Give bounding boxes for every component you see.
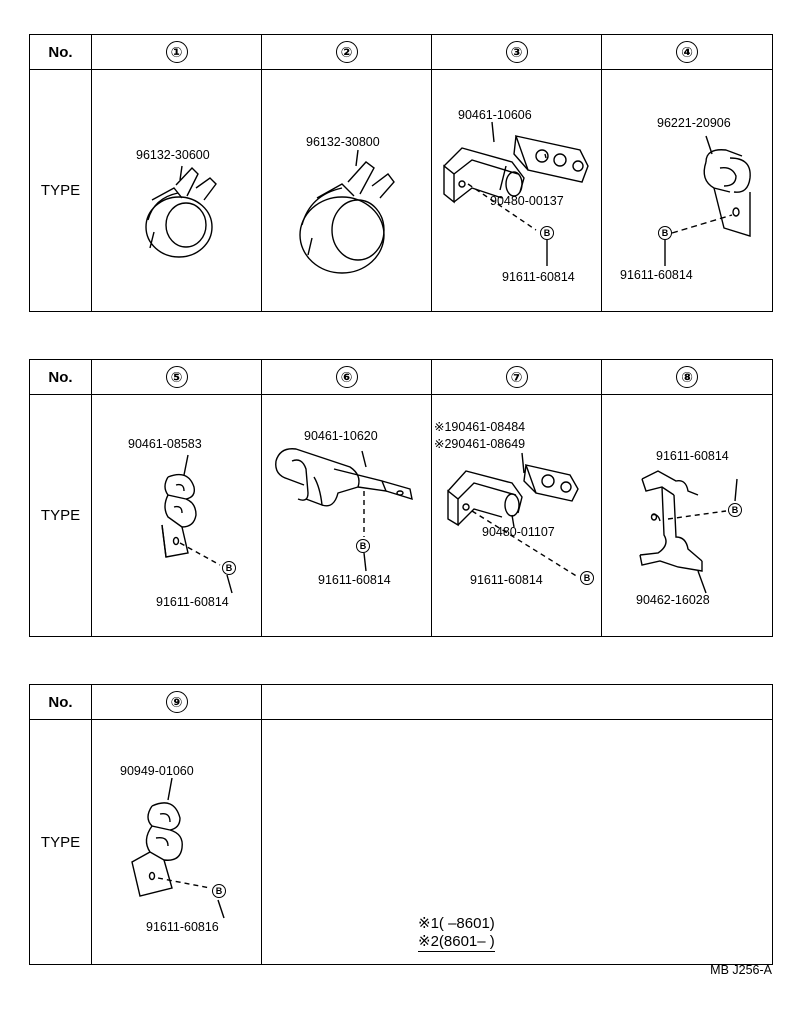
table-header-row: No. ① ② ③ ④ [30,35,772,70]
column-header-5: ⑤ [91,360,261,394]
part-number: 90949-01060 [120,764,194,778]
clamp-assembly-drawing [447,452,579,578]
part-number: 90461-08583 [128,437,202,451]
part-cell-9: 90949-01060 91611-60816 B [91,720,261,964]
type-label: TYPE [40,182,81,199]
column-number: ⑥ [335,366,358,388]
clamp-drawing [664,135,751,266]
part-number: 91611-60814 [656,449,729,463]
part-cell-7: ※190461-08484 ※290461-08649 90480-01107 … [431,395,601,636]
double-clamp-drawing [131,777,225,919]
part-number: 91611-60814 [470,573,543,587]
part-number: 91611-60814 [502,270,575,284]
column-header-6: ⑥ [261,360,431,394]
part-number: ※190461-08484 [434,420,526,434]
column-number: ⑨ [165,691,188,713]
hose-clamp-drawing [299,149,395,274]
hose-clamp-drawing [145,165,217,258]
column-header-2: ② [261,35,431,69]
type-row: TYPE 90949-01060 91611-60816 B ※1( – [30,720,772,964]
bolt-marker: B [658,226,672,240]
no-header: No. [48,693,73,711]
parts-table-2: No. ⑤ ⑥ ⑦ ⑧ TYPE 90461-08583 91611-60814… [29,359,773,637]
no-header: No. [48,368,73,386]
parts-table-1: No. ① ② ③ ④ TYPE 96132-30600 96132-30800 [29,34,773,312]
type-row: TYPE 96132-30600 96132-30800 [30,70,772,311]
bolt-marker: B [356,539,370,553]
empty-header-cell [261,685,772,719]
column-number: ④ [676,41,698,63]
part-cell-5: 90461-08583 91611-60814 B [91,395,261,636]
part-cell-2: 96132-30800 [261,70,431,311]
part-cell-1: 96132-30600 [91,70,261,311]
part-number: 90480-00137 [490,194,564,208]
column-header-7: ⑦ [431,360,601,394]
type-label: TYPE [40,833,81,851]
part-number: 96132-30800 [306,135,380,149]
bolt-marker: B [540,226,554,240]
table-header-row: No. ⑨ [30,685,772,720]
wide-clamp-drawing [275,448,413,572]
part-number: 91611-60816 [146,920,219,934]
clamp-assembly-drawing [443,121,589,266]
column-header-8: ⑧ [601,360,772,394]
bolt-marker: B [222,561,236,575]
part-number: 90480-01107 [482,525,555,539]
bracket-clamp-drawing [639,470,738,594]
part-number: 91611-60814 [318,573,391,587]
parts-table-3: No. ⑨ TYPE 90949-01060 91611-60816 B [29,684,773,965]
part-cell-8: 91611-60814 90462-16028 B [601,395,772,636]
part-number: 91611-60814 [156,595,229,609]
column-number: ⑤ [165,366,188,388]
column-number: ③ [505,41,528,63]
part-number: 90461-10620 [304,429,378,443]
column-number: ① [165,41,188,63]
part-cell-4: 96221-20906 91611-60814 B [601,70,772,311]
bolt-marker: B [580,571,594,585]
double-clamp-drawing [161,454,233,594]
column-header-4: ④ [601,35,772,69]
part-cell-6: 90461-10620 91611-60814 B [261,395,431,636]
bolt-marker: B [212,884,226,898]
table-header-row: No. ⑤ ⑥ ⑦ ⑧ [30,360,772,395]
no-header: No. [48,43,73,61]
notes-cell: ※1( –8601) ※2(8601– ) [261,720,772,964]
column-number: ⑦ [505,366,528,388]
bolt-marker: B [728,503,742,517]
type-label: TYPE [40,507,81,524]
part-number: 96221-20906 [657,116,731,130]
part-number: ※290461-08649 [434,437,526,451]
drawing-reference: MB J256-A [710,963,772,977]
part-number: 91611-60814 [620,268,693,282]
column-header-1: ① [91,35,261,69]
part-number: 90461-10606 [458,108,532,122]
footnote-2: ※2(8601– ) [418,933,495,952]
footnote-1: ※1( –8601) [418,915,495,932]
part-number: 90462-16028 [636,593,710,607]
part-cell-3: 90461-10606 90480-00137 91611-60814 B [431,70,601,311]
type-row: TYPE 90461-08583 91611-60814 B [30,395,772,636]
column-number: ⑧ [676,366,698,388]
column-number: ② [335,41,358,63]
part-number: 96132-30600 [136,148,210,162]
column-header-9: ⑨ [91,685,261,719]
column-header-3: ③ [431,35,601,69]
